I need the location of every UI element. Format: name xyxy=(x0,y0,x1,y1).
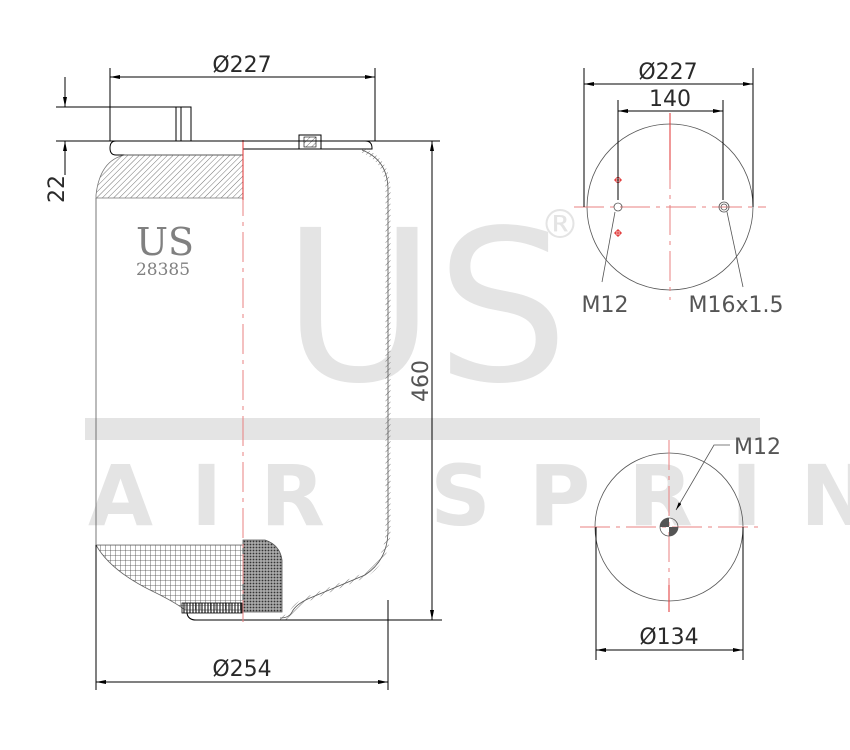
stud xyxy=(175,106,192,142)
part-marking: US 28385 xyxy=(136,220,194,280)
stud-height-label: 22 xyxy=(45,175,70,203)
watermark-tagline: AIR SPRING xyxy=(88,447,850,545)
m12-label: M12 xyxy=(582,293,629,318)
watermark-logo: US xyxy=(282,185,569,430)
part-number: 28385 xyxy=(136,260,190,280)
bead-section xyxy=(95,154,244,199)
bottom-diameter-label: Ø134 xyxy=(639,625,698,650)
threaded-insert xyxy=(181,602,243,614)
bottom-view: M12 Ø134 xyxy=(580,435,781,660)
height-label: 460 xyxy=(409,360,434,402)
bolt-spacing-label: 140 xyxy=(649,87,691,112)
top-diameter-label: Ø227 xyxy=(212,53,271,78)
top-view-diameter-label: Ø227 xyxy=(638,60,697,85)
m16-port xyxy=(718,201,730,213)
watermark-bar xyxy=(85,418,760,440)
top-view: Ø227 140 M12 M16x1.5 xyxy=(574,60,783,318)
top-plate xyxy=(109,140,373,156)
bottom-diameter-label: Ø254 xyxy=(212,657,271,682)
side-view-dimensions: Ø227 22 460 Ø254 xyxy=(45,53,442,690)
bottom-m12-label: M12 xyxy=(734,435,781,460)
watermark: US ® AIR SPRING xyxy=(85,185,850,545)
piston-section xyxy=(95,544,244,611)
registered-mark: ® xyxy=(540,202,580,248)
m12-hole xyxy=(613,202,623,212)
m16-label: M16x1.5 xyxy=(689,293,784,318)
brand-label: US xyxy=(136,220,194,264)
side-view xyxy=(95,106,391,622)
